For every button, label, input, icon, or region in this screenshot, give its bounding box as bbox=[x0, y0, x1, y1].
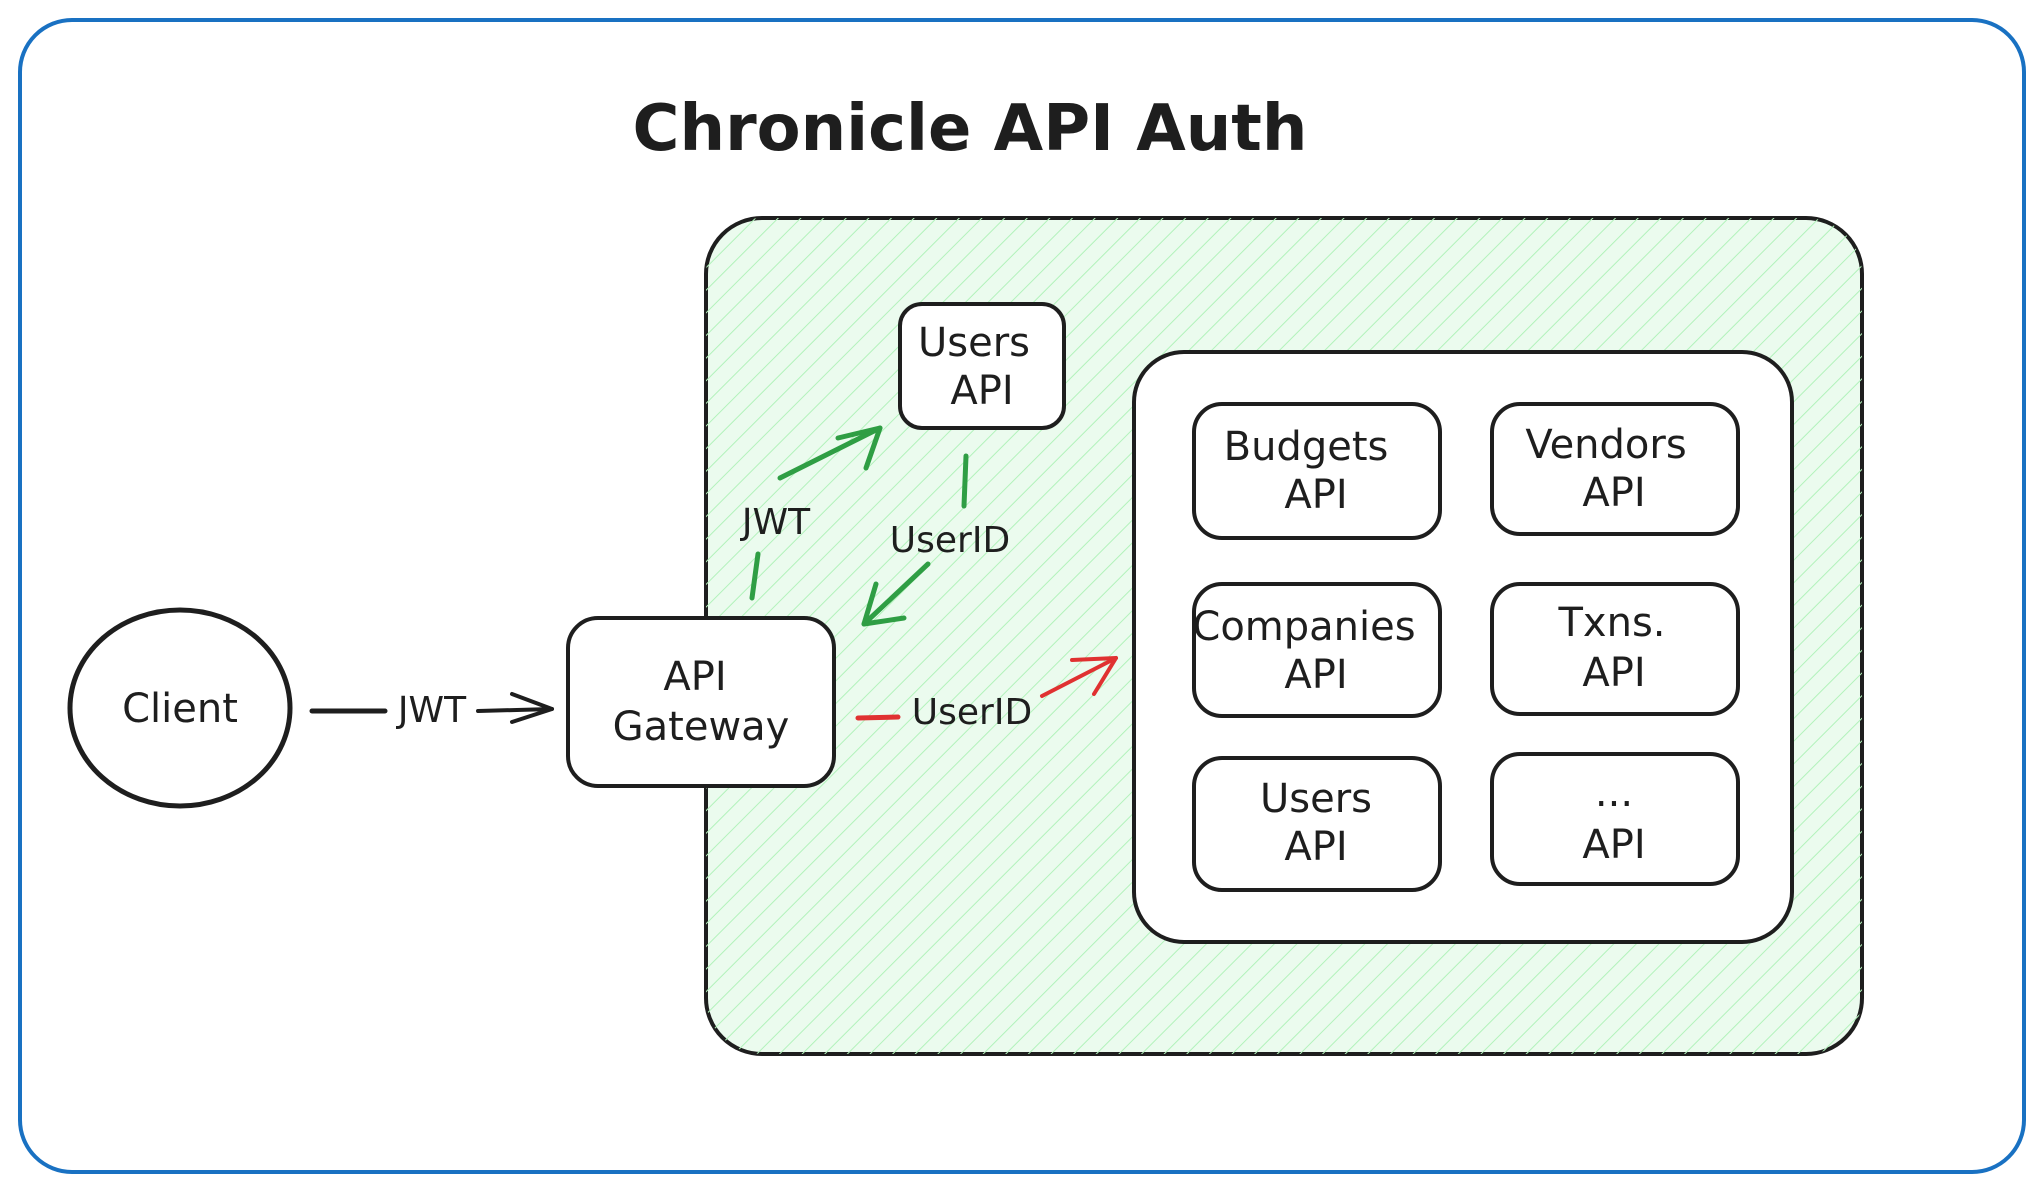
arrow-shaft bbox=[476, 707, 554, 713]
auth-users-api-line1: Users bbox=[918, 320, 1030, 366]
arrow-shaft bbox=[961, 453, 969, 509]
service-label-line1: Companies bbox=[1192, 604, 1415, 650]
service-label-line1: Budgets bbox=[1224, 424, 1389, 470]
client-node[interactable]: Client bbox=[67, 607, 293, 809]
service-box bbox=[1192, 582, 1442, 718]
service-label-line2: API bbox=[1582, 822, 1645, 868]
diagram-title: Chronicle API Auth bbox=[633, 92, 1308, 166]
client-circle bbox=[67, 607, 293, 809]
arrowhead bbox=[1070, 656, 1118, 696]
service-label-line2: API bbox=[1284, 824, 1347, 870]
arrow-shaft bbox=[777, 425, 883, 481]
service-label-line1: Users bbox=[1260, 776, 1372, 822]
arrowhead bbox=[510, 692, 554, 724]
service-box bbox=[1490, 402, 1740, 536]
service-box bbox=[1490, 582, 1740, 716]
service-label-line1: Vendors bbox=[1525, 422, 1686, 468]
client-label: Client bbox=[122, 686, 238, 732]
arrow-users-to-gateway: UserID bbox=[861, 453, 1010, 627]
arrow-shaft bbox=[855, 714, 901, 721]
arrow-client-to-gateway: JWT bbox=[309, 690, 554, 731]
service-companies[interactable]: Companies API bbox=[1192, 582, 1442, 718]
arrow-gateway-to-users: JWT bbox=[740, 425, 883, 601]
service-label-line1: ... bbox=[1595, 770, 1633, 816]
service-box bbox=[1192, 402, 1442, 540]
arrowhead bbox=[861, 581, 907, 627]
arrowhead bbox=[835, 425, 883, 471]
service-label-line2: API bbox=[1284, 472, 1347, 518]
auth-users-api-line2: API bbox=[950, 368, 1013, 414]
service-budgets[interactable]: Budgets API bbox=[1192, 402, 1442, 540]
service-box bbox=[1490, 752, 1740, 886]
edge-label-jwt: JWT bbox=[396, 690, 467, 731]
service-label-line2: API bbox=[1582, 470, 1645, 516]
arrow-gateway-to-services: UserID bbox=[855, 656, 1118, 733]
api-gateway-label-line2: Gateway bbox=[613, 704, 790, 750]
auth-users-api-box bbox=[898, 302, 1066, 430]
service-users[interactable]: Users API bbox=[1192, 756, 1442, 892]
service-txns[interactable]: Txns. API bbox=[1490, 582, 1740, 716]
edge-label-jwt-green: JWT bbox=[740, 502, 811, 543]
arrow-shaft bbox=[1040, 656, 1118, 698]
service-label-line1: Txns. bbox=[1557, 600, 1665, 646]
auth-users-api-node[interactable]: Users API bbox=[898, 302, 1066, 430]
arrow-shaft bbox=[861, 561, 931, 627]
api-gateway-box bbox=[566, 616, 836, 788]
api-gateway-node[interactable]: API Gateway bbox=[566, 616, 836, 788]
api-gateway-label-line1: API bbox=[663, 654, 726, 700]
edge-label-userid-green: UserID bbox=[890, 520, 1010, 561]
service-label-line2: API bbox=[1284, 652, 1347, 698]
service-box bbox=[1192, 756, 1442, 892]
edge-label-userid-red: UserID bbox=[912, 692, 1032, 733]
service-label-line2: API bbox=[1582, 650, 1645, 696]
service-vendors[interactable]: Vendors API bbox=[1490, 402, 1740, 536]
service-more[interactable]: ... API bbox=[1490, 752, 1740, 886]
arrow-shaft bbox=[749, 551, 761, 601]
